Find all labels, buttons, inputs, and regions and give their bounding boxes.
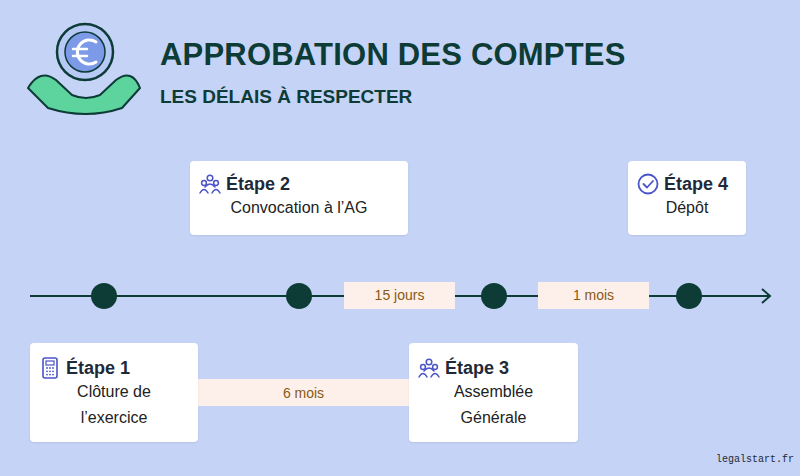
step-heading: Étape 4: [628, 173, 746, 195]
calculator-icon: [43, 358, 57, 378]
calculator-screen: [46, 361, 54, 365]
calculator-key: [52, 367, 54, 369]
timeline-dot: [676, 283, 702, 309]
calculator-key: [49, 374, 51, 376]
people-icon: [419, 368, 439, 377]
person-head: [214, 181, 219, 186]
calculator-key: [52, 374, 54, 376]
duration-label: 1 mois: [538, 282, 649, 309]
step-description: Clôture de l’exercice: [58, 379, 170, 431]
step-box: Étape 2Convocation à l’AG: [190, 161, 408, 235]
step-icon: [39, 357, 61, 379]
step-heading: Étape 1: [30, 357, 198, 379]
step-heading: Étape 2: [190, 173, 408, 195]
calculator-key: [49, 367, 51, 369]
calculator-key: [46, 374, 48, 376]
person-head: [202, 181, 207, 186]
duration-band: [198, 379, 409, 406]
person-head: [207, 175, 213, 181]
step-heading: Étape 3: [409, 357, 578, 379]
people-icon: [200, 184, 220, 193]
step-description: Convocation à l’AG: [199, 195, 399, 221]
check-mark: [644, 181, 654, 188]
step-description: Dépôt: [637, 195, 737, 221]
euro-sign: [77, 40, 96, 64]
calculator-key: [46, 370, 48, 372]
person-head: [433, 365, 438, 370]
person-head: [426, 359, 432, 365]
person-head: [421, 365, 426, 370]
step-icon: [418, 357, 440, 379]
diagram-title: APPROBATION DES COMPTES: [160, 37, 626, 73]
timeline-dot: [286, 283, 312, 309]
step-description: Assemblée Générale: [438, 379, 550, 431]
coin-inner: [65, 32, 105, 72]
hand-illustration: [28, 76, 140, 115]
euro-sign-bars: [73, 49, 87, 56]
step-icon: [637, 173, 659, 195]
step-icon: [199, 173, 221, 195]
timeline-dot: [481, 283, 507, 309]
duration-label: 6 mois: [283, 385, 324, 401]
calculator-key: [49, 370, 51, 372]
calculator-key: [46, 367, 48, 369]
duration-label: 15 jours: [344, 282, 455, 309]
step-box: Étape 3Assemblée Générale: [409, 343, 578, 442]
coin-outer: [57, 24, 113, 80]
watermark: legalstart.fr: [716, 454, 794, 465]
calculator-key: [52, 370, 54, 372]
diagram-subtitle: LES DÉLAIS À RESPECTER: [160, 86, 412, 108]
timeline-dot: [91, 283, 117, 309]
step-box: Étape 4Dépôt: [628, 161, 746, 235]
check-circle: [639, 175, 658, 194]
timeline-arrowhead: [762, 289, 770, 303]
step-box: Étape 1Clôture de l’exercice: [30, 343, 198, 442]
